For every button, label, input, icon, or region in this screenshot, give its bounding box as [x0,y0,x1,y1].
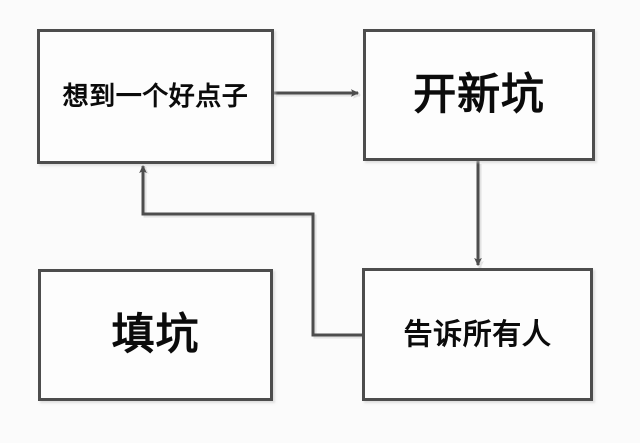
node-tell-all[interactable]: 告诉所有人 [362,268,593,401]
node-idea[interactable]: 想到一个好点子 [37,29,274,164]
node-idea-label: 想到一个好点子 [62,81,249,112]
node-fill-pit-label: 填坑 [111,309,200,360]
node-new-pit-label: 开新坑 [413,69,545,120]
node-fill-pit[interactable]: 填坑 [38,269,273,401]
node-new-pit[interactable]: 开新坑 [363,29,595,161]
edge-tell-all-to-idea [139,164,362,337]
edge-shadows [141,91,484,339]
node-tell-all-label: 告诉所有人 [403,317,552,351]
